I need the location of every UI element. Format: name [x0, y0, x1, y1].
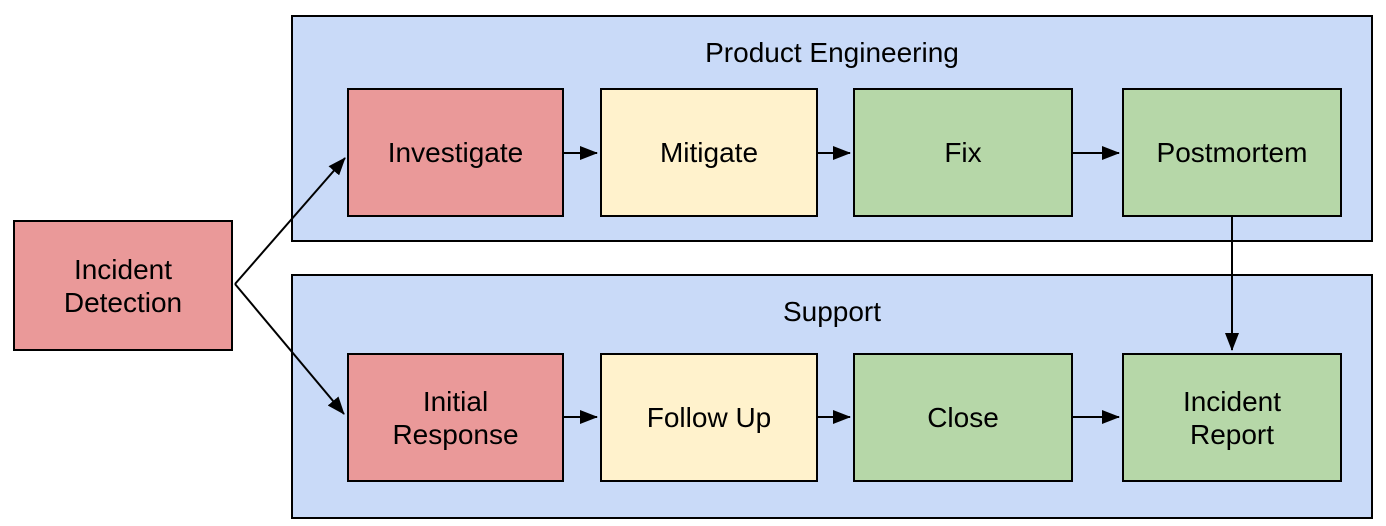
node-initial-response: Initial Response — [347, 353, 564, 482]
node-incident-report: Incident Report — [1122, 353, 1342, 482]
node-close: Close — [853, 353, 1073, 482]
lane-product-engineering-title: Product Engineering — [705, 37, 959, 68]
node-follow-up: Follow Up — [600, 353, 818, 482]
node-mitigate: Mitigate — [600, 88, 818, 217]
node-postmortem: Postmortem — [1122, 88, 1342, 217]
node-investigate: Investigate — [347, 88, 564, 217]
node-incident-detection: Incident Detection — [13, 220, 233, 351]
lane-support-title: Support — [782, 296, 882, 327]
node-fix: Fix — [853, 88, 1073, 217]
